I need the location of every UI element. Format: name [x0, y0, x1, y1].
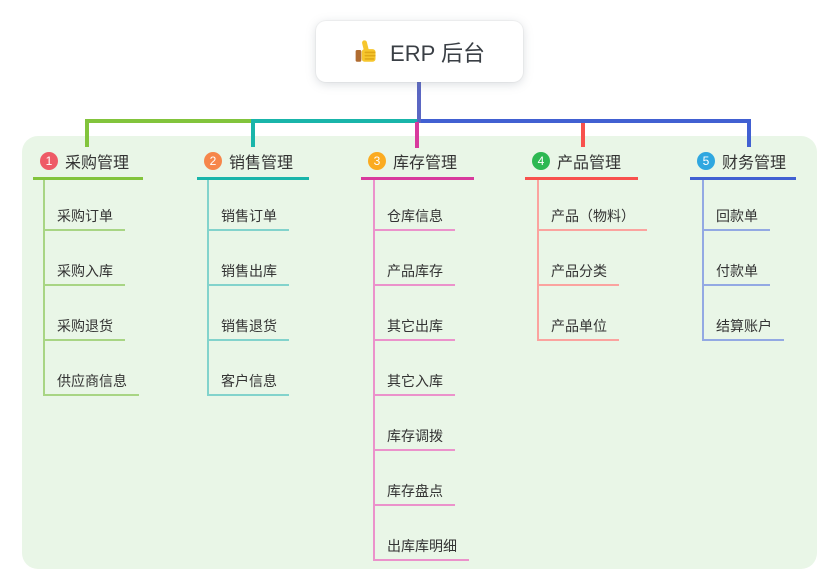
child-node[interactable]: 库存盘点	[387, 483, 443, 499]
child-underline	[537, 339, 619, 341]
child-node[interactable]: 结算账户	[716, 318, 772, 334]
branch-number-badge: 4	[532, 152, 550, 170]
branch-title-node[interactable]: 3 库存管理	[368, 150, 457, 172]
child-underline	[373, 394, 455, 396]
branch-underline	[525, 177, 638, 180]
branch-number-badge: 2	[204, 152, 222, 170]
connector-line	[85, 119, 89, 147]
branch-number-badge: 1	[40, 152, 58, 170]
child-node[interactable]: 其它入库	[387, 373, 443, 389]
child-node[interactable]: 产品单位	[551, 318, 607, 334]
child-node[interactable]: 供应商信息	[57, 373, 127, 389]
connector-line	[415, 122, 419, 148]
branch-title-node[interactable]: 4 产品管理	[532, 150, 621, 172]
branch-underline	[33, 177, 143, 180]
branch-spine	[373, 180, 375, 561]
child-underline	[43, 284, 125, 286]
branch-title-node[interactable]: 5 财务管理	[697, 150, 786, 172]
child-node[interactable]: 采购订单	[57, 208, 113, 224]
child-node[interactable]: 回款单	[716, 208, 758, 224]
connector-line	[421, 119, 751, 123]
child-underline	[702, 284, 770, 286]
child-node[interactable]: 采购退货	[57, 318, 113, 334]
child-node[interactable]: 出库库明细	[387, 538, 457, 554]
branch-number-badge: 3	[368, 152, 386, 170]
root-connector-line	[417, 82, 421, 123]
connector-line	[581, 122, 585, 147]
branch-underline	[197, 177, 309, 180]
child-underline	[207, 284, 289, 286]
child-node[interactable]: 销售订单	[221, 208, 277, 224]
child-underline	[207, 339, 289, 341]
child-node[interactable]: 其它出库	[387, 318, 443, 334]
branch-title-node[interactable]: 1 采购管理	[40, 150, 129, 172]
child-underline	[373, 504, 455, 506]
child-underline	[373, 559, 469, 561]
branch-spine	[43, 180, 45, 396]
branch-spine	[207, 180, 209, 396]
connector-line	[251, 119, 417, 123]
thumbs-up-icon	[354, 39, 380, 65]
child-underline	[373, 229, 455, 231]
child-node[interactable]: 付款单	[716, 263, 758, 279]
child-node[interactable]: 产品（物料）	[551, 208, 635, 224]
child-underline	[702, 229, 770, 231]
branch-spine	[537, 180, 539, 341]
child-underline	[373, 284, 455, 286]
child-underline	[702, 339, 784, 341]
branch-title-label: 产品管理	[557, 155, 622, 172]
connector-line	[251, 119, 255, 147]
child-underline	[373, 339, 455, 341]
branch-title-label: 采购管理	[65, 155, 130, 172]
child-node[interactable]: 销售出库	[221, 263, 277, 279]
child-node[interactable]: 销售退货	[221, 318, 277, 334]
branch-title-label: 财务管理	[722, 155, 787, 172]
child-node[interactable]: 产品库存	[387, 263, 443, 279]
branches-panel	[22, 136, 817, 569]
child-node[interactable]: 采购入库	[57, 263, 113, 279]
child-underline	[43, 229, 125, 231]
branch-underline	[361, 177, 474, 180]
root-node-label: ERP 后台	[390, 40, 485, 66]
child-underline	[537, 229, 647, 231]
child-node[interactable]: 库存调拨	[387, 428, 443, 444]
child-underline	[43, 394, 139, 396]
child-node[interactable]: 仓库信息	[387, 208, 443, 224]
branch-title-node[interactable]: 2 销售管理	[204, 150, 293, 172]
child-underline	[43, 339, 125, 341]
connector-line	[747, 119, 751, 147]
branch-number-badge: 5	[697, 152, 715, 170]
child-node[interactable]: 产品分类	[551, 263, 607, 279]
branch-title-label: 库存管理	[393, 155, 458, 172]
branch-underline	[690, 177, 796, 180]
child-underline	[207, 229, 289, 231]
child-node[interactable]: 客户信息	[221, 373, 277, 389]
child-underline	[207, 394, 289, 396]
child-underline	[537, 284, 619, 286]
branch-title-label: 销售管理	[229, 155, 294, 172]
branch-spine	[702, 180, 704, 341]
root-node[interactable]: ERP 后台	[316, 21, 523, 82]
child-underline	[373, 449, 455, 451]
